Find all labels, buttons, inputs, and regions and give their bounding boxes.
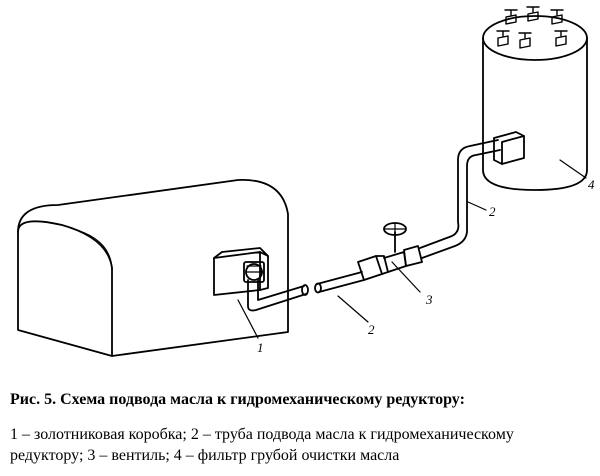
leader-lines (237, 159, 587, 339)
shutoff-valve (357, 222, 423, 281)
legend-line-2: редуктору; 3 – вентиль; 4 – фильтр грубо… (10, 447, 400, 464)
callout-2-upper: 2 (489, 204, 496, 219)
oil-pipe-lower (314, 271, 365, 294)
callout-2-lower: 2 (368, 322, 375, 337)
oil-supply-diagram: 1 2 3 2 4 (17, 6, 595, 357)
callout-1: 1 (257, 340, 264, 355)
gearbox-housing (17, 179, 289, 357)
figure-caption-legend: 1 – золотниковая коробка; 2 – труба подв… (10, 424, 595, 466)
filter-top-fittings (496, 6, 568, 49)
spool-box-outlet-pipe (247, 279, 309, 312)
legend-line-1: 1 – золотниковая коробка; 2 – труба подв… (10, 426, 514, 443)
figure-caption-title: Рис. 5. Схема подвода масла к гидромехан… (10, 391, 465, 408)
coarse-oil-filter (482, 6, 588, 191)
callout-3: 3 (425, 292, 433, 307)
spool-box (213, 247, 269, 296)
callout-4: 4 (588, 177, 595, 192)
oil-pipe-upper (419, 139, 501, 259)
